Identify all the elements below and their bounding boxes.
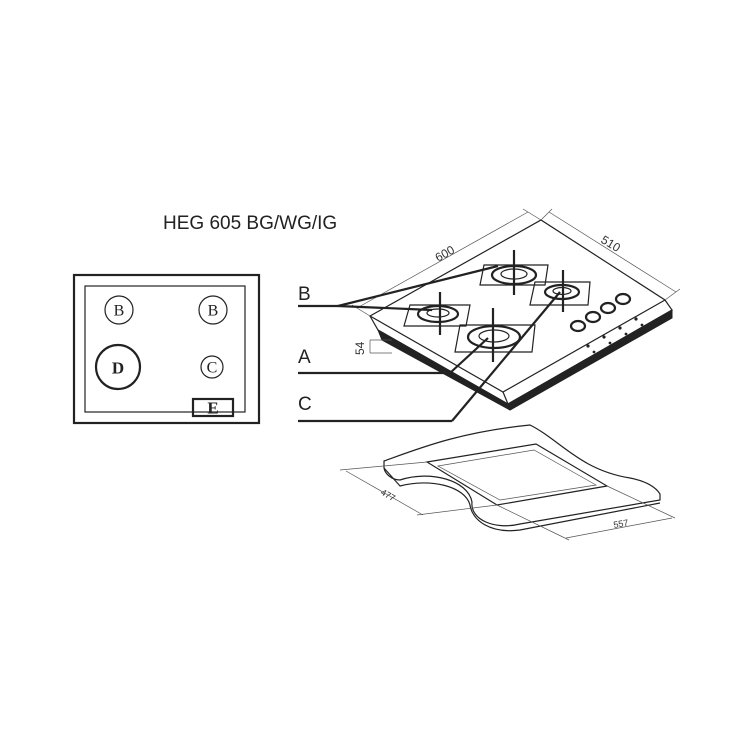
leader-b-1: [337, 264, 499, 308]
grate-back: [479, 264, 549, 286]
burner-front-cap: [478, 329, 510, 343]
dim-depth: 510: [540, 208, 681, 301]
knob-4: [614, 292, 632, 306]
dim-height-label: 54: [353, 341, 367, 355]
callout-a: A: [298, 347, 311, 368]
burner-b-right-circle: [198, 295, 228, 325]
burner-b-left-label: B: [114, 303, 125, 320]
callout-leaders: B A C: [298, 264, 561, 423]
dim-width-line: [356, 211, 529, 309]
control-panel-e-box: [191, 397, 235, 418]
grate-front: [454, 324, 536, 353]
burner-c-circle: [200, 355, 224, 379]
burner-left-cap: [426, 308, 450, 318]
cutout-inner: [436, 449, 598, 501]
dim-cutout-width-label: 557: [613, 518, 630, 530]
dim-cutout-width-line: [565, 517, 673, 539]
dim-cutout-depth-line: [345, 470, 424, 516]
dim-cutout-depth-label: 477: [379, 487, 397, 503]
hob-front-corner: [502, 391, 509, 405]
cutout-view: 477 557: [339, 424, 676, 541]
grate-left: [403, 304, 471, 327]
control-panel-e-label: E: [207, 399, 218, 418]
front-indicators: [586, 317, 644, 354]
callout-b: B: [298, 284, 311, 305]
burner-left-ring: [416, 304, 460, 324]
dim-width-label: 600: [433, 243, 458, 265]
knob-3: [599, 301, 617, 315]
burner-d-circle: [94, 343, 142, 391]
countertop-thickness: [383, 467, 661, 532]
burner-back-ring: [490, 264, 538, 286]
dim-depth-line: [548, 211, 677, 293]
grate-right: [529, 281, 591, 306]
hob-perspective: 600 510 54: [351, 208, 681, 411]
burner-left: [403, 292, 471, 335]
dim-height: 54: [353, 339, 392, 355]
control-knobs: [569, 292, 632, 333]
knob-2: [584, 310, 602, 324]
burner-back: [479, 250, 549, 295]
leader-b-2: [337, 304, 433, 312]
burner-b-left-circle: [104, 295, 134, 325]
burner-back-cap: [500, 268, 528, 280]
burner-right-cap: [552, 286, 572, 296]
burner-front: [454, 308, 536, 362]
burner-d-label: D: [112, 359, 124, 378]
model-title: HEG 605 BG/WG/IG: [163, 213, 337, 234]
burner-right: [529, 270, 591, 312]
knob-1: [569, 319, 587, 333]
plan-outer-frame: [72, 273, 261, 425]
plan-inner-frame: [84, 285, 246, 413]
countertop-outline: [383, 424, 661, 527]
burner-front-ring: [466, 324, 522, 350]
leader-a: [449, 337, 489, 374]
dim-width: 600: [351, 208, 542, 317]
dim-depth-label: 510: [598, 233, 623, 255]
leader-c: [451, 291, 561, 422]
burner-b-right-label: B: [208, 303, 219, 320]
plan-view: B B D C E: [72, 273, 261, 425]
callout-c: C: [298, 394, 312, 415]
burner-c-label: C: [207, 360, 218, 377]
burner-right-ring: [543, 283, 581, 301]
